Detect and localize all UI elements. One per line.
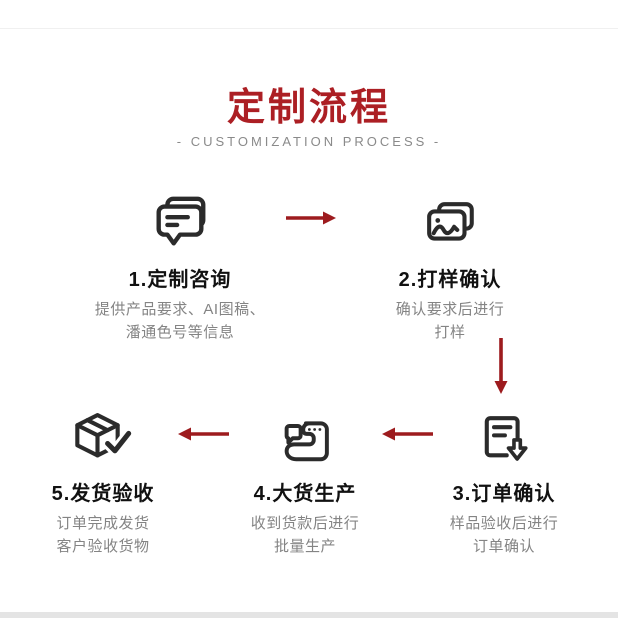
step-desc: 收到货款后进行 批量生产 — [205, 512, 405, 558]
step-5: 5.发货验收 订单完成发货 客户验收货物 — [3, 404, 203, 558]
image-icon — [350, 190, 550, 254]
step-4: 4.大货生产 收到货款后进行 批量生产 — [205, 404, 405, 558]
step-desc-line: 确认要求后进行 — [395, 301, 505, 318]
bottom-divider — [0, 612, 618, 618]
step-1: 1.定制咨询 提供产品要求、AI图稿、 潘通色号等信息 — [80, 190, 280, 344]
step-desc: 订单完成发货 客户验收货物 — [3, 512, 203, 558]
step-desc-line: 提供产品要求、AI图稿、 — [94, 301, 266, 318]
step-title: 4.大货生产 — [253, 483, 357, 505]
step-desc-line: 打样 — [434, 324, 466, 341]
step-desc-line: 客户验收货物 — [56, 538, 150, 555]
arrow-left-icon — [177, 426, 229, 442]
page-subtitle: - CUSTOMIZATION PROCESS - — [176, 134, 442, 149]
page-title: 定制流程 — [226, 87, 391, 129]
step-desc-line: 潘通色号等信息 — [125, 324, 235, 341]
step-desc-line: 订单确认 — [472, 538, 535, 555]
step-desc-line: 收到货款后进行 — [250, 515, 360, 532]
step-desc: 确认要求后进行 打样 — [350, 298, 550, 344]
step-desc: 样品验收后进行 订单确认 — [404, 512, 604, 558]
step-desc-line: 批量生产 — [273, 538, 336, 555]
step-2: 2.打样确认 确认要求后进行 打样 — [350, 190, 550, 344]
order-download-icon — [404, 404, 604, 468]
package-check-icon — [3, 404, 203, 468]
arrow-down-icon — [493, 338, 509, 394]
step-title: 5.发货验收 — [51, 483, 155, 505]
arrow-left-icon — [381, 426, 433, 442]
sewing-machine-icon — [205, 404, 405, 468]
step-title: 3.订单确认 — [452, 483, 556, 505]
top-divider — [0, 28, 618, 29]
chat-icon — [80, 190, 280, 254]
step-desc-line: 样品验收后进行 — [449, 515, 559, 532]
step-desc: 提供产品要求、AI图稿、 潘通色号等信息 — [80, 298, 280, 344]
step-title: 2.打样确认 — [398, 269, 502, 291]
step-desc-line: 订单完成发货 — [56, 515, 150, 532]
step-3: 3.订单确认 样品验收后进行 订单确认 — [404, 404, 604, 558]
step-title: 1.定制咨询 — [128, 269, 232, 291]
arrow-right-icon — [286, 210, 336, 226]
